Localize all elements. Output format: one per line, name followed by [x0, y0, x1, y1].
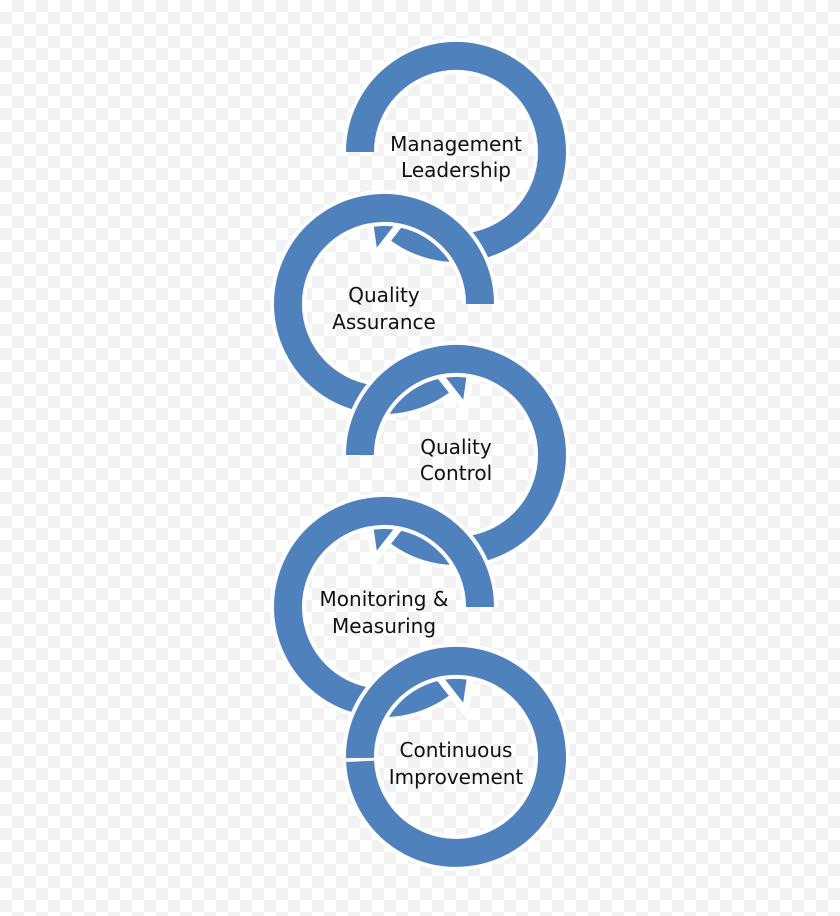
step-label-line1: Management: [390, 132, 522, 156]
ring-arc: [345, 646, 566, 867]
step-quality-control: Quality Control: [420, 435, 492, 485]
circular-arrows: [270, 37, 570, 871]
step-label-line2: Leadership: [401, 158, 511, 182]
step-label-line2: Control: [420, 461, 492, 485]
step-quality-assurance: Quality Assurance: [332, 283, 436, 334]
step-label-line1: Monitoring &: [320, 587, 449, 611]
step-monitoring-measuring: Monitoring & Measuring: [320, 587, 449, 638]
step-label-line2: Improvement: [389, 765, 524, 789]
step-label-line2: Measuring: [332, 614, 436, 638]
step-label-line2: Assurance: [332, 310, 436, 334]
circular-arrow-continuous-improvement: [341, 642, 570, 871]
step-label-line1: Quality: [420, 435, 492, 459]
step-label-line1: Quality: [348, 283, 420, 307]
step-continuous-improvement: Continuous Improvement: [389, 738, 524, 789]
step-label-line1: Continuous: [400, 738, 513, 762]
step-management-leadership: Management Leadership: [390, 132, 522, 182]
